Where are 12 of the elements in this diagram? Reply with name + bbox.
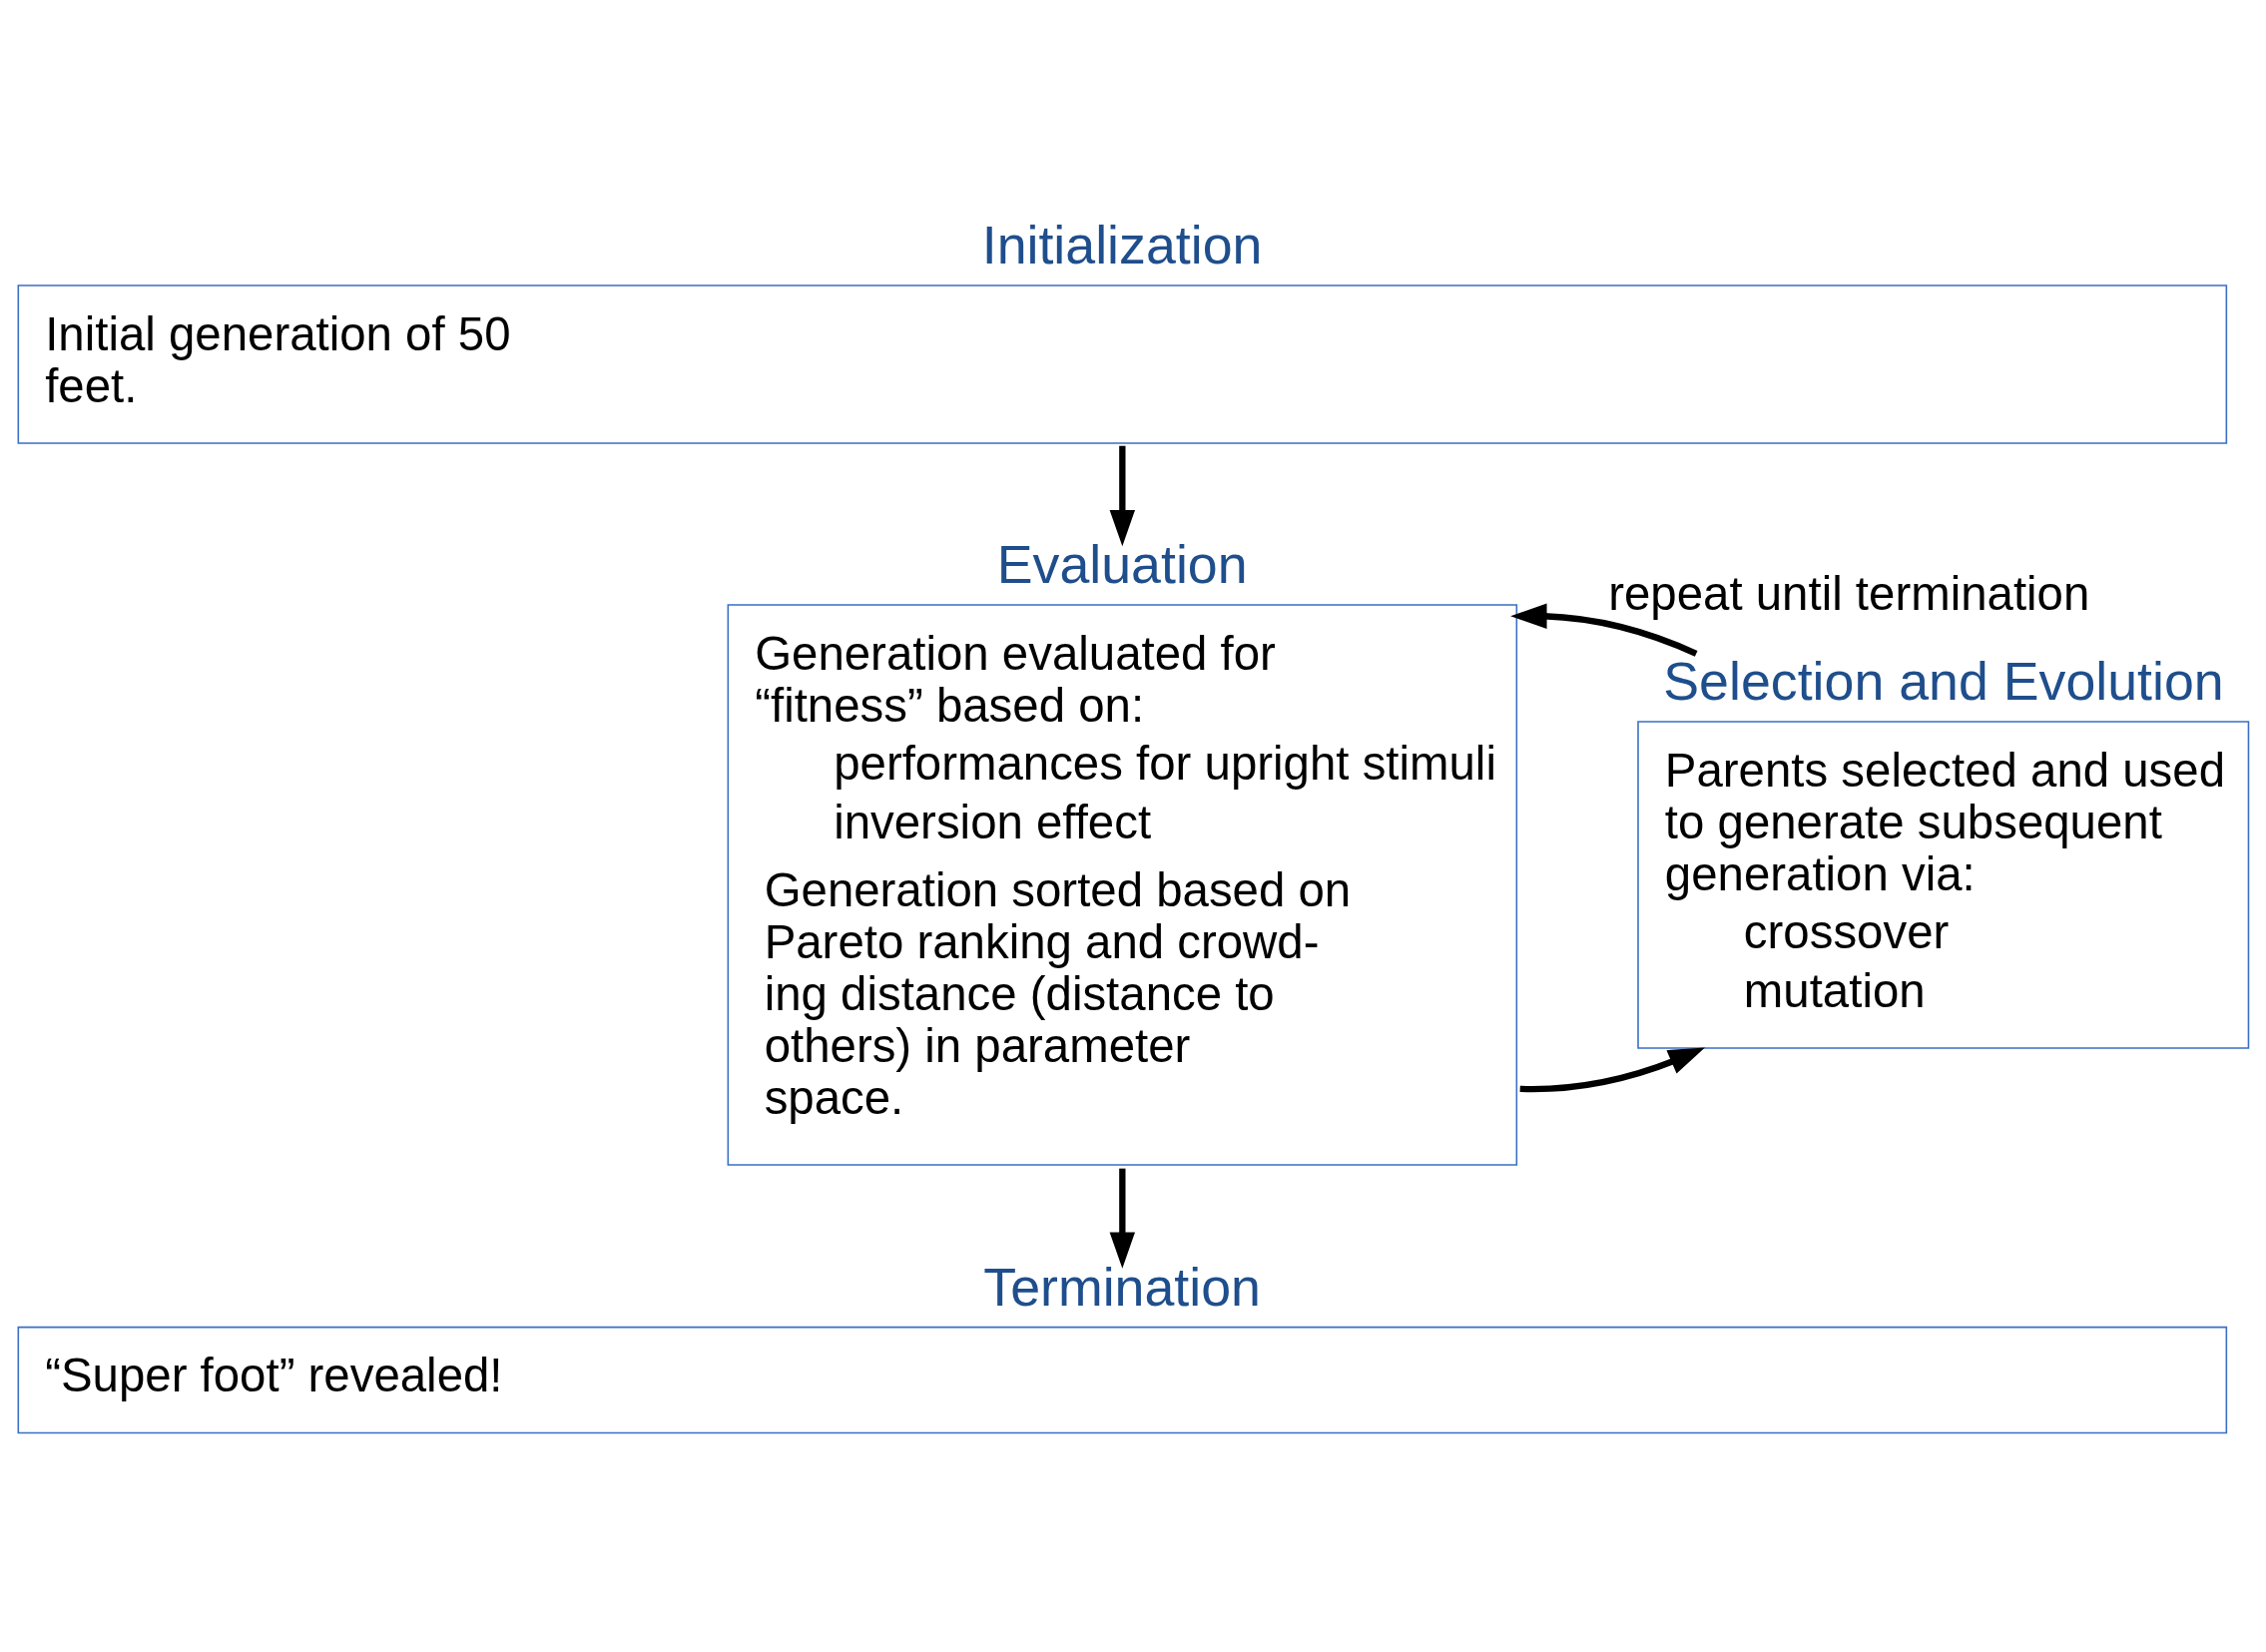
- arrow: [1510, 603, 1698, 657]
- node-box: Initial generation of 50 feet.: [17, 283, 2228, 444]
- node-label: Evaluation: [996, 533, 1248, 594]
- node-box: Parents selected and used to generate subsequent generation via: crossover mutation: [1637, 720, 2250, 1049]
- edge-label: repeat until termination: [1608, 566, 2090, 620]
- arrow: [1109, 445, 1136, 546]
- node-label: Selection and Evolution: [1663, 650, 2224, 711]
- arrow: [1519, 1047, 1705, 1092]
- node-label: Initialization: [981, 214, 1263, 275]
- node-label: Termination: [983, 1256, 1261, 1317]
- node-box: “Super foot” revealed!: [17, 1326, 2228, 1433]
- node-box: Generation evaluated for “fitness” based on: performances for upright stimuli inversion effect Generation sorted based on Pareto ranking and crowd- ing distance (distance to others) in parameter space.: [727, 603, 1518, 1166]
